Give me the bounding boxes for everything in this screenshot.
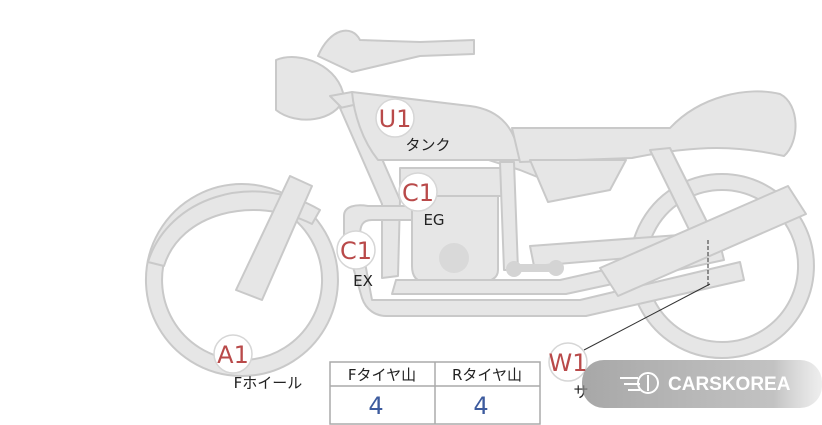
w1-leader-line bbox=[583, 283, 711, 351]
u1-badge bbox=[375, 98, 415, 138]
c1-exhaust-badge bbox=[336, 230, 376, 270]
w1-badge bbox=[548, 342, 588, 382]
a1-badge bbox=[213, 334, 253, 374]
seat bbox=[511, 90, 797, 163]
headlight bbox=[275, 56, 345, 121]
rear-tread-header: Rタイヤ山 bbox=[452, 366, 522, 384]
c1-engine-badge bbox=[398, 172, 438, 212]
carskorea-watermark: CARSKOREA bbox=[582, 360, 822, 408]
frame-rear-tube bbox=[499, 161, 519, 271]
u1-code: U1 bbox=[379, 105, 412, 133]
w1-code: W1 bbox=[549, 349, 588, 377]
flame-logo-icon bbox=[620, 372, 659, 394]
side-cover bbox=[529, 159, 627, 203]
c1-exhaust-code: C1 bbox=[340, 237, 372, 265]
engine-case bbox=[439, 243, 469, 273]
rear-tread-value: 4 bbox=[473, 392, 488, 420]
tire-tread-table: Fタイヤ山 Rタイヤ山 4 4 bbox=[329, 361, 541, 425]
u1-label: タンク bbox=[405, 136, 450, 154]
watermark-text: CARSKOREA bbox=[668, 374, 791, 395]
muffler bbox=[599, 185, 807, 297]
frame-lower bbox=[391, 243, 725, 295]
front-fork bbox=[235, 175, 313, 301]
foot-lever bbox=[506, 260, 564, 277]
a1-label: Fホイール bbox=[234, 374, 303, 392]
front-tread-value: 4 bbox=[368, 392, 383, 420]
c1-engine-label: EG bbox=[423, 211, 444, 229]
handlebar bbox=[317, 29, 475, 73]
c1-exhaust-label: EX bbox=[353, 272, 373, 290]
c1-engine-code: C1 bbox=[402, 179, 434, 207]
a1-code: A1 bbox=[217, 341, 249, 369]
front-tread-header: Fタイヤ山 bbox=[348, 366, 416, 384]
